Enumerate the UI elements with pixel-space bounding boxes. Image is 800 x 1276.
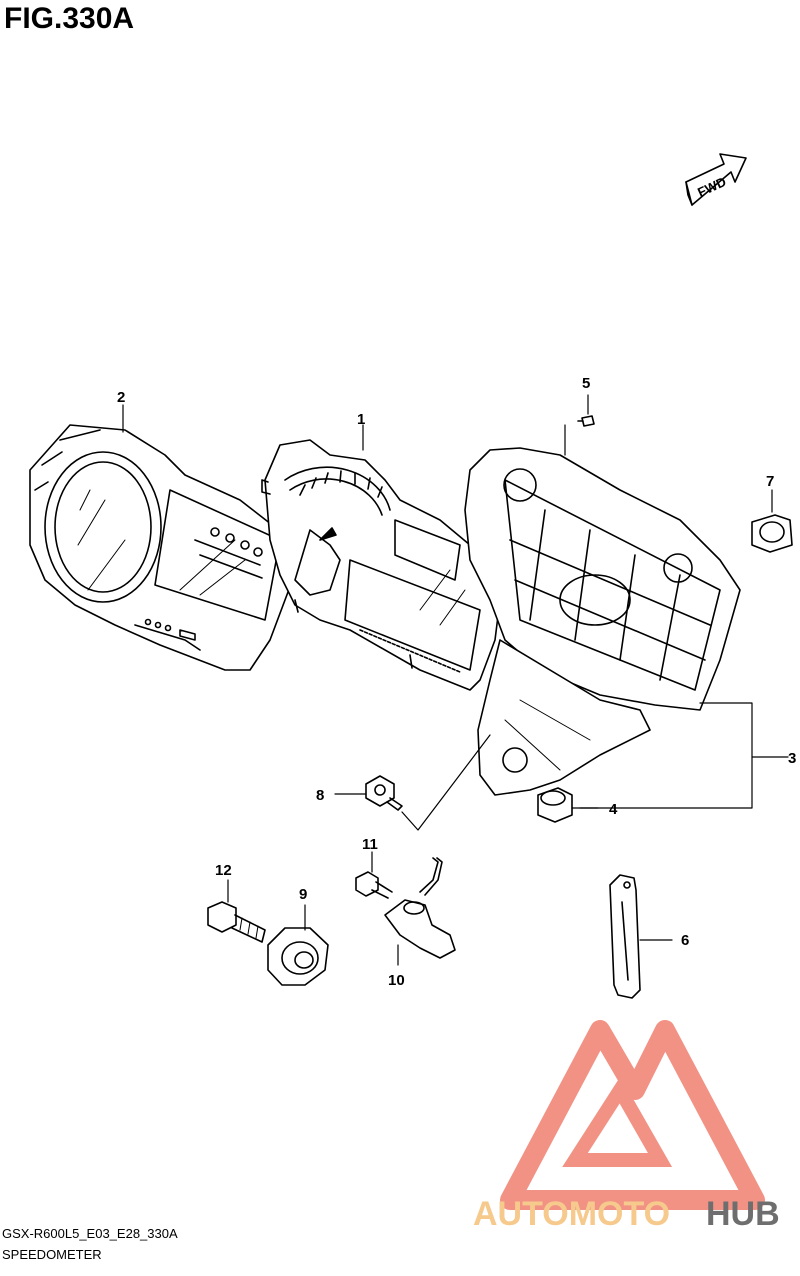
callout-8: 8 [316,787,324,804]
watermark-text-2: HUB [706,1195,780,1233]
callout-labels: 1 2 3 4 5 6 7 8 9 10 11 12 [117,375,796,989]
bolt-part-8 [365,775,403,811]
fwd-arrow-icon [685,153,747,206]
bolt-part-11 [355,871,393,899]
meter-cover-part [29,424,301,671]
collar-part-9 [267,927,329,986]
meter-assembly-part [261,439,501,691]
bolt-part-12 [207,901,266,943]
band-part-6 [609,874,641,999]
footer-section-name: SPEEDOMETER [2,1247,102,1262]
screw-part-5 [577,415,595,427]
sensor-part-10 [384,857,456,959]
watermark-text-1: AUTOMOTO [473,1195,670,1233]
watermark-logo: AUTOMOTO HUB [473,1020,780,1233]
callout-9: 9 [299,886,307,903]
callout-10: 10 [388,972,405,989]
figure-title: FIG.330A [4,2,135,35]
callout-6: 6 [681,932,689,949]
callout-2: 2 [117,389,125,406]
callout-5: 5 [582,375,590,392]
callout-12: 12 [215,862,232,879]
grommet-part-7 [751,514,793,553]
callout-4: 4 [609,801,618,818]
meter-housing-part [464,447,741,796]
callout-3: 3 [788,750,796,767]
footer-model-code: GSX-R600L5_E03_E28_330A [2,1226,178,1241]
watermark-triangle-icon [500,1020,765,1210]
callout-11: 11 [362,836,378,853]
leader-lines [122,394,789,966]
callout-7: 7 [766,473,774,490]
callout-1: 1 [357,411,365,428]
damper-part-4 [537,787,573,823]
